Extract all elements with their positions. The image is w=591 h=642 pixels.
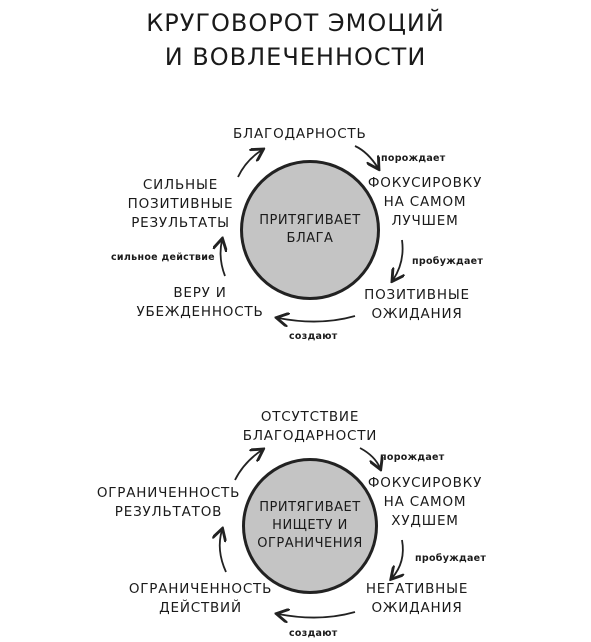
node-strong-results-line-3: результаты — [131, 215, 230, 231]
node-no-gratitude-line-2: благодарности — [242, 428, 378, 444]
arrow-results-to-gratitude — [237, 150, 262, 178]
node-focus-best-line-1: Фокусировку — [367, 175, 483, 191]
node-focus-best-line-2: на самом — [383, 194, 467, 210]
node-negative-expectations-line-2: ожидания — [371, 600, 463, 616]
node-negative-expectations: Негативные ожидания — [352, 580, 482, 618]
arrow-belief-to-results — [221, 240, 225, 277]
edge-label-creates: создают — [289, 331, 338, 342]
node-limited-results-line-1: Ограниченность — [96, 485, 241, 501]
node-no-gratitude: Отсутствие благодарности — [240, 408, 380, 446]
negative-cycle-arrows — [0, 447, 591, 642]
node-focus-worst-line-1: Фокусировку — [367, 475, 483, 491]
node-positive-expectations: Позитивные ожидания — [352, 286, 482, 324]
edge-label-generates-neg: порождает — [380, 452, 445, 463]
edge-label-strong-action: сильное действие — [111, 252, 215, 263]
node-positive-expectations-line-2: ожидания — [371, 306, 463, 322]
edge-label-creates-neg: создают — [289, 628, 338, 639]
positive-center-circle: Притягивает блага — [240, 160, 380, 300]
node-focus-best: Фокусировку на самом лучшем — [360, 174, 490, 231]
arrow-focus-to-expectations — [393, 239, 403, 280]
node-limited-actions-line-1: Ограниченность — [128, 581, 273, 597]
arrow-limited-actions-to-limited-results — [220, 530, 226, 573]
arrow-limited-results-to-no-gratitude — [234, 450, 262, 481]
node-gratitude-line-1: Благодарность — [233, 126, 367, 142]
node-limited-results-line-2: результатов — [114, 504, 223, 520]
node-strong-results-line-1: Сильные — [142, 177, 219, 193]
node-limited-results: Ограниченность результатов — [96, 484, 241, 522]
node-focus-worst-line-3: худшем — [391, 513, 459, 529]
title-line-2: и вовлеченности — [164, 43, 427, 71]
node-strong-results: Сильные позитивные результаты — [123, 176, 238, 233]
node-limited-actions: Ограниченность действий — [128, 580, 273, 618]
node-strong-results-line-2: позитивные — [127, 196, 234, 212]
edge-label-awakens-neg: пробуждает — [415, 553, 487, 564]
node-no-gratitude-line-1: Отсутствие — [260, 409, 360, 425]
node-belief-line-2: убежденность — [136, 304, 264, 320]
edge-label-awakens: пробуждает — [412, 256, 484, 267]
positive-cycle-diagram: Притягивает блага Благодарность Фокусиро… — [0, 125, 591, 360]
negative-center-circle: Притягивает нищету и ограничения — [242, 458, 378, 594]
node-positive-expectations-line-1: Позитивные — [364, 287, 470, 303]
arrow-gratitude-to-focus — [354, 145, 378, 168]
positive-cycle-arrows — [0, 145, 591, 360]
arrow-expectations-to-limited-actions — [278, 612, 356, 618]
node-focus-worst: Фокусировку на самом худшем — [360, 474, 490, 531]
title-line-1: Круговорот эмоций — [146, 9, 445, 37]
arrow-no-gratitude-to-focus — [359, 447, 380, 468]
page-title: Круговорот эмоций и вовлеченности — [0, 6, 591, 74]
negative-center-line-1: Притягивает — [259, 500, 361, 515]
positive-center-line-1: Притягивает — [259, 213, 361, 228]
node-negative-expectations-line-1: Негативные — [365, 581, 469, 597]
edge-label-generates: порождает — [381, 153, 446, 164]
node-focus-best-line-3: лучшем — [391, 213, 459, 229]
node-belief-line-1: Веру и — [173, 285, 227, 301]
node-gratitude: Благодарность — [233, 125, 367, 144]
negative-cycle-diagram: Притягивает нищету и ограничения Отсутст… — [0, 400, 591, 642]
negative-center-line-3: ограничения — [257, 536, 363, 551]
negative-center-line-2: нищету и — [272, 518, 348, 533]
node-belief: Веру и убежденность — [135, 284, 265, 322]
arrow-focus-to-negative-expectations — [392, 539, 403, 578]
positive-center-line-2: блага — [286, 231, 334, 246]
node-limited-actions-line-2: действий — [159, 600, 242, 616]
node-focus-worst-line-2: на самом — [383, 494, 467, 510]
arrow-expectations-to-belief — [278, 316, 356, 322]
